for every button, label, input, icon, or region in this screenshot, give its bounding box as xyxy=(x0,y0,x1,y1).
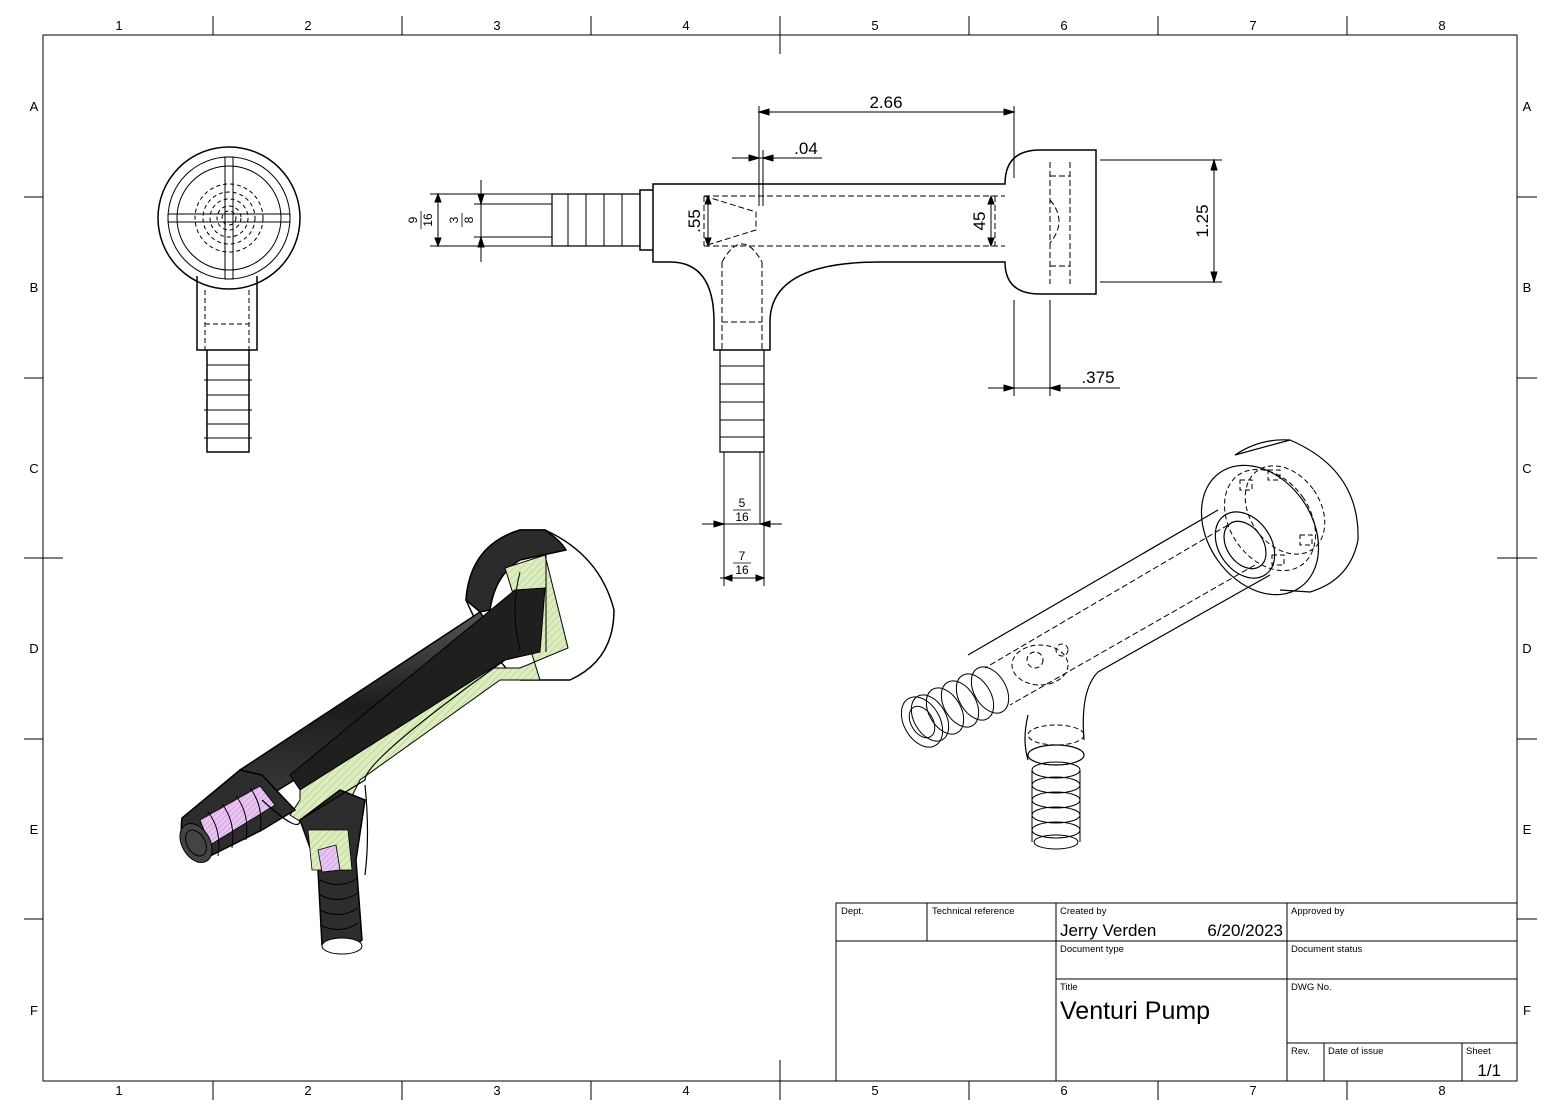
col-label-2-top: 2 xyxy=(304,18,311,33)
frac-9-16-den: 16 xyxy=(421,213,435,227)
col-label-6-bottom: 6 xyxy=(1060,1083,1067,1098)
col-label-8-top: 8 xyxy=(1438,18,1445,33)
title-label: Title xyxy=(1060,982,1078,993)
row-label-B-right: B xyxy=(1523,280,1532,295)
row-label-F-left: F xyxy=(30,1003,38,1018)
frac-7-16-num: 7 xyxy=(739,549,746,563)
doc-type-label: Document type xyxy=(1060,944,1124,955)
dim-04: .04 xyxy=(794,139,818,158)
zone-labels: 1 2 3 4 5 6 7 8 1 2 3 4 5 6 7 8 A B C D … xyxy=(29,18,1531,1098)
frac-7-16-den: 16 xyxy=(735,563,749,577)
frac-3-8-num: 3 xyxy=(447,216,461,223)
row-label-C-left: C xyxy=(29,461,38,476)
title-value: Venturi Pump xyxy=(1060,997,1210,1025)
section-isometric-view xyxy=(179,529,615,955)
dwg-no-label: DWG No. xyxy=(1291,982,1332,993)
dim-55: .55 xyxy=(685,209,704,233)
dim-1-25: 1.25 xyxy=(1193,204,1212,237)
dim-375: .375 xyxy=(1081,368,1114,387)
end-view xyxy=(157,146,301,453)
col-label-2-bottom: 2 xyxy=(304,1083,311,1098)
col-label-1-top: 1 xyxy=(115,18,122,33)
dim-45: 45 xyxy=(970,212,989,231)
frac-3-8-den: 8 xyxy=(462,216,476,223)
rev-label: Rev. xyxy=(1291,1046,1310,1057)
col-label-6-top: 6 xyxy=(1060,18,1067,33)
col-label-5-bottom: 5 xyxy=(871,1083,878,1098)
created-by-value: Jerry Verden xyxy=(1060,921,1156,940)
row-label-B-left: B xyxy=(30,280,39,295)
row-label-F-right: F xyxy=(1523,1003,1531,1018)
tech-ref-label: Technical reference xyxy=(932,906,1014,917)
dept-label: Dept. xyxy=(841,906,864,917)
col-label-7-bottom: 7 xyxy=(1249,1083,1256,1098)
created-by-label: Created by xyxy=(1060,906,1107,917)
approved-by-label: Approved by xyxy=(1291,906,1345,917)
col-label-8-bottom: 8 xyxy=(1438,1083,1445,1098)
col-label-7-top: 7 xyxy=(1249,18,1256,33)
dimension-texts: 2.66 .04 1.25 45 .55 .375 9 16 3 8 5 16 … xyxy=(406,93,1212,577)
front-view xyxy=(551,149,1097,453)
title-block-text: Dept. Technical reference Created by Jer… xyxy=(841,906,1501,1080)
frac-9-16-num: 9 xyxy=(406,216,420,223)
sheet-value: 1/1 xyxy=(1477,1061,1501,1080)
dimension-lines xyxy=(430,106,1222,586)
row-label-A-right: A xyxy=(1523,99,1532,114)
frac-5-16-num: 5 xyxy=(739,496,746,510)
row-label-C-right: C xyxy=(1522,461,1531,476)
wireframe-isometric-view xyxy=(900,439,1359,850)
date-value: 6/20/2023 xyxy=(1207,921,1283,940)
row-label-A-left: A xyxy=(30,99,39,114)
col-label-1-bottom: 1 xyxy=(115,1083,122,1098)
doc-status-label: Document status xyxy=(1291,944,1363,955)
dim-7-16: 7 16 xyxy=(733,549,751,577)
sheet-label: Sheet xyxy=(1466,1046,1491,1057)
dim-5-16: 5 16 xyxy=(733,496,751,524)
title-block xyxy=(835,902,1518,1082)
row-label-D-left: D xyxy=(29,641,38,656)
row-label-D-right: D xyxy=(1522,641,1531,656)
row-label-E-right: E xyxy=(1523,822,1532,837)
col-label-4-top: 4 xyxy=(682,18,689,33)
row-label-E-left: E xyxy=(30,822,39,837)
dim-3-8: 3 8 xyxy=(447,213,476,227)
dim-9-16: 9 16 xyxy=(406,211,435,229)
col-label-4-bottom: 4 xyxy=(682,1083,689,1098)
col-label-3-bottom: 3 xyxy=(493,1083,500,1098)
col-label-3-top: 3 xyxy=(493,18,500,33)
frac-5-16-den: 16 xyxy=(735,510,749,524)
dim-2-66: 2.66 xyxy=(869,93,902,112)
border-frame xyxy=(24,16,1537,1100)
date-of-issue-label: Date of issue xyxy=(1328,1046,1383,1057)
col-label-5-top: 5 xyxy=(871,18,878,33)
